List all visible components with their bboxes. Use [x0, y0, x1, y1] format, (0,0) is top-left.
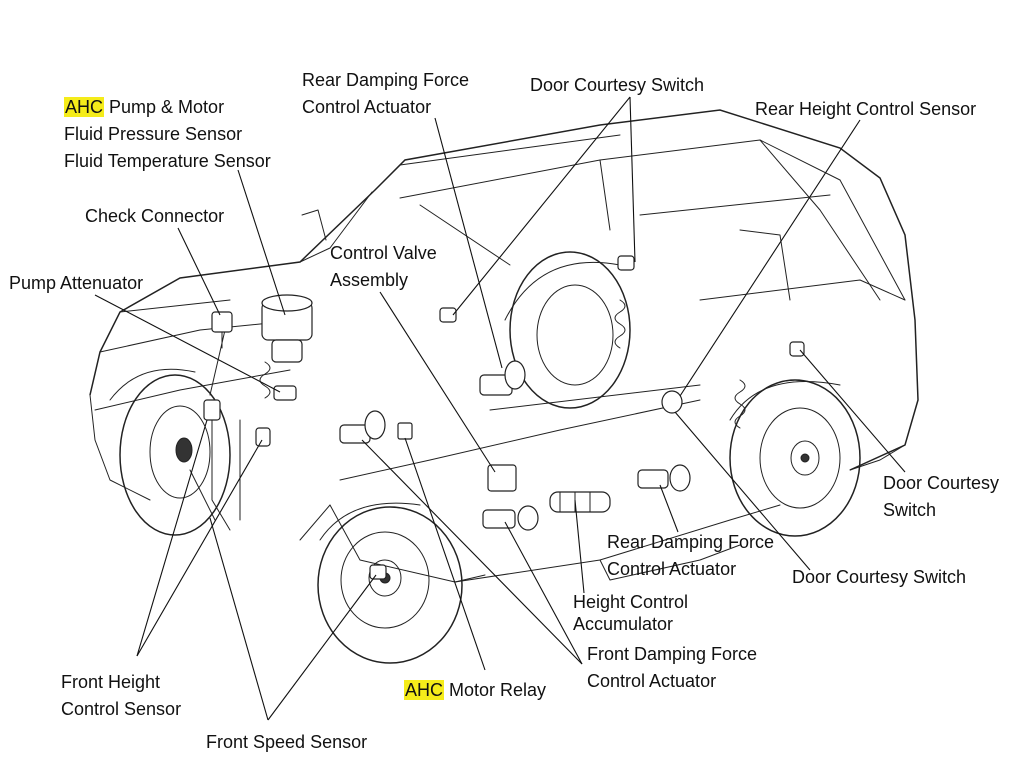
label-ahc-pump-motor: AHC Pump & Motor — [64, 94, 224, 121]
leader-lines — [94, 96, 906, 721]
front-height-sensor-parts — [203, 399, 271, 531]
label-door-courtesy-mid: Door Courtesy Switch — [792, 567, 967, 587]
rear-suspension-springs — [614, 299, 746, 429]
label-rear-damping-top-1: Rear Damping Force — [302, 70, 470, 90]
check-connector-part — [211, 311, 233, 349]
label-door-courtesy-right-1: Door Courtesy — [883, 473, 1000, 493]
label-text: Pump & Motor — [104, 97, 225, 117]
label-ahc-motor-relay: AHC Motor Relay — [404, 677, 546, 704]
pump-attenuator-part — [273, 385, 297, 401]
label-rear-damping-mid-1: Rear Damping Force — [607, 532, 775, 552]
label-check-connector: Check Connector — [85, 206, 225, 226]
label-front-height-2: Control Sensor — [61, 699, 182, 719]
rear-damping-actuator-top — [479, 360, 701, 411]
front-damping-actuator-right — [482, 505, 539, 531]
label-rear-height-sensor: Rear Height Control Sensor — [755, 99, 977, 119]
label-control-valve-1: Control Valve — [330, 243, 437, 263]
ahc-pump-motor-part — [259, 294, 313, 399]
label-front-height-1: Front Height — [61, 672, 161, 692]
door-courtesy-switch-left — [439, 307, 457, 323]
label-rear-damping-mid-2: Control Actuator — [607, 559, 737, 579]
ahc-highlight: AHC — [64, 97, 105, 117]
front-left-wheel — [109, 368, 231, 536]
label-front-damping-1: Front Damping Force — [587, 644, 758, 664]
label-door-courtesy-top: Door Courtesy Switch — [530, 75, 705, 95]
front-speed-sensor-part — [189, 469, 387, 580]
label-fluid-pressure-sensor: Fluid Pressure Sensor — [64, 124, 243, 144]
rear-right-wheel — [729, 379, 861, 537]
label-rear-damping-top-2: Control Actuator — [302, 97, 432, 117]
door-courtesy-switch-top — [617, 255, 635, 271]
label-front-speed-sensor: Front Speed Sensor — [206, 732, 368, 752]
label-door-courtesy-right-2: Switch — [883, 500, 937, 520]
label-fluid-temperature-sensor: Fluid Temperature Sensor — [64, 151, 271, 171]
label-front-damping-2: Control Actuator — [587, 671, 717, 691]
door-courtesy-switch-right — [789, 341, 805, 357]
label-height-accumulator-2: Accumulator — [573, 614, 674, 634]
rear-height-sensor-part — [661, 390, 683, 414]
front-right-wheel — [317, 502, 463, 664]
rear-damping-actuator-mid — [637, 464, 691, 492]
rear-left-wheel — [504, 251, 631, 409]
ahc-motor-relay-part — [397, 422, 413, 440]
label-height-accumulator-1: Height Control — [573, 592, 689, 612]
label-control-valve-2: Assembly — [330, 270, 409, 290]
label-pump-attenuator: Pump Attenuator — [9, 273, 144, 293]
front-damping-actuator-left — [339, 410, 386, 444]
vehicle-body — [89, 109, 919, 583]
height-accumulator-part — [549, 491, 611, 513]
ahc-highlight: AHC — [404, 680, 445, 700]
label-text: Motor Relay — [444, 680, 547, 700]
control-valve-part — [487, 464, 517, 492]
